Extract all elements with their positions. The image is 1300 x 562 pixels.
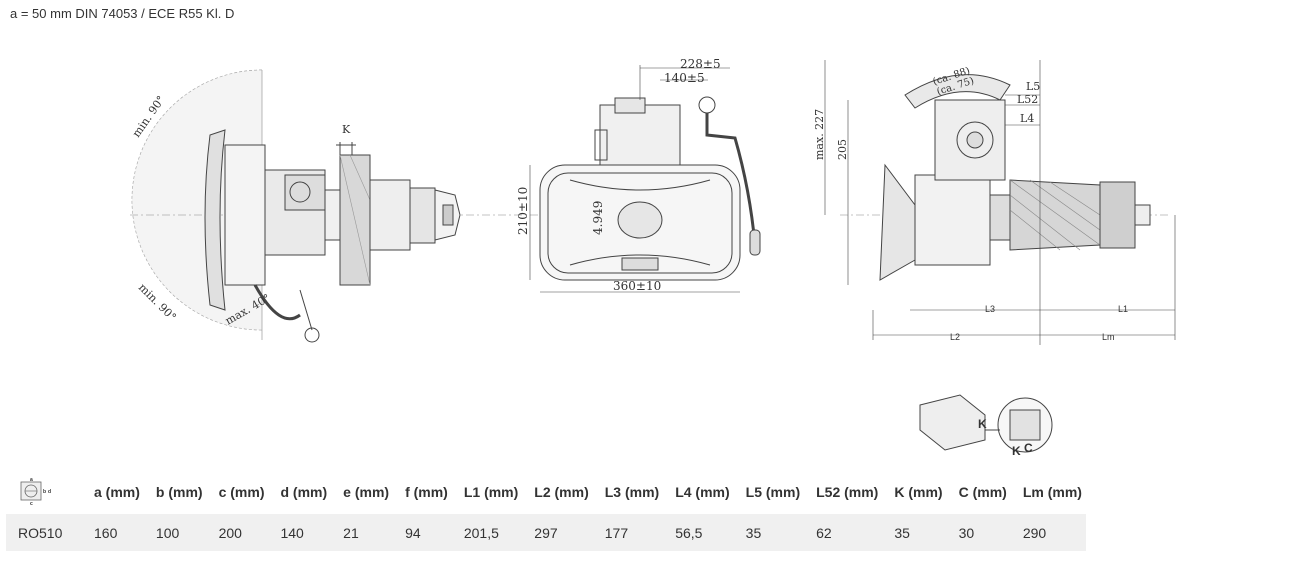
- col-header: L1 (mm): [463, 484, 519, 500]
- technical-drawing: min. 90° min. 90° max. 40° K 228±5 140±5…: [130, 57, 1176, 458]
- col-header: e (mm): [343, 484, 390, 500]
- col-header: Lm (mm): [1022, 484, 1082, 500]
- dim-228: 228±5: [680, 57, 721, 71]
- table-cell: 140: [280, 524, 304, 541]
- table-cell: 94: [405, 524, 421, 541]
- label-l4: L4: [1020, 112, 1034, 125]
- table-cell: 62: [816, 524, 832, 541]
- table-cell: 21: [343, 524, 359, 541]
- label-l52: L52: [1017, 93, 1038, 106]
- table-cell: 200: [218, 524, 242, 541]
- table-cell: 297: [534, 524, 558, 541]
- col-header: L2 (mm): [534, 484, 589, 500]
- col-header: L52 (mm): [816, 484, 879, 500]
- col-header: K (mm): [894, 484, 943, 500]
- label-max227: max. 227: [813, 109, 826, 160]
- caption-standard: a = 50 mm DIN 74053 / ECE R55 Kl. D: [10, 6, 235, 21]
- dimension-diagram-icon: a b d c: [6, 470, 82, 514]
- dim-4949: 4.949: [591, 201, 605, 235]
- dim-360: 360±10: [613, 279, 661, 293]
- icon-letter-b: b: [43, 489, 46, 495]
- dim-140: 140±5: [664, 71, 705, 85]
- label-k: K: [342, 123, 351, 136]
- col-header: L5 (mm): [745, 484, 801, 500]
- table-cell: 201,5: [463, 524, 499, 541]
- side-view: [130, 69, 560, 343]
- specs-table: a b d c a (mm) b (mm) c (mm) d (mm) e (m…: [6, 470, 1086, 551]
- table-cell: 290: [1022, 524, 1047, 541]
- icon-letter-a: a: [30, 477, 33, 483]
- table-cell: 100: [155, 524, 180, 541]
- table-cell: 30: [958, 524, 975, 541]
- table-row: RO510 160 100 200 140 21 94 201,5 297 17…: [6, 514, 1086, 551]
- col-header: d (mm): [280, 484, 328, 500]
- label-detail-k2: K: [1012, 444, 1021, 458]
- icon-letter-d: d: [48, 489, 51, 495]
- table-cell: RO510: [18, 524, 63, 541]
- table-cell: 35: [745, 524, 762, 541]
- label-l3: L3: [985, 304, 995, 314]
- table-cell: 160: [94, 524, 118, 541]
- col-header: L3 (mm): [604, 484, 660, 500]
- col-header: a (mm): [94, 484, 140, 500]
- col-header: b (mm): [155, 484, 203, 500]
- section-view: [824, 60, 1176, 345]
- label-detail-c: C: [1024, 441, 1033, 455]
- front-view: [529, 65, 761, 293]
- icon-letter-c: c: [30, 501, 33, 506]
- detail-view: [919, 394, 1053, 453]
- label-205: 205: [836, 139, 849, 160]
- col-header: C (mm): [958, 484, 1007, 500]
- label-l2: L2: [950, 332, 960, 342]
- dim-210: 210±10: [516, 187, 530, 235]
- table-cell: 56,5: [675, 524, 703, 541]
- label-detail-k1: K: [978, 417, 987, 431]
- label-l5: L5: [1026, 80, 1040, 93]
- table-header-row: a b d c a (mm) b (mm) c (mm) d (mm) e (m…: [6, 470, 1086, 514]
- table-cell: 35: [894, 524, 910, 541]
- table-cell: 177: [604, 524, 629, 541]
- col-header: L4 (mm): [675, 484, 730, 500]
- col-header: c (mm): [218, 484, 265, 500]
- col-header: f (mm): [405, 484, 448, 500]
- label-l1: L1: [1118, 304, 1128, 314]
- label-lm: Lm: [1102, 332, 1115, 342]
